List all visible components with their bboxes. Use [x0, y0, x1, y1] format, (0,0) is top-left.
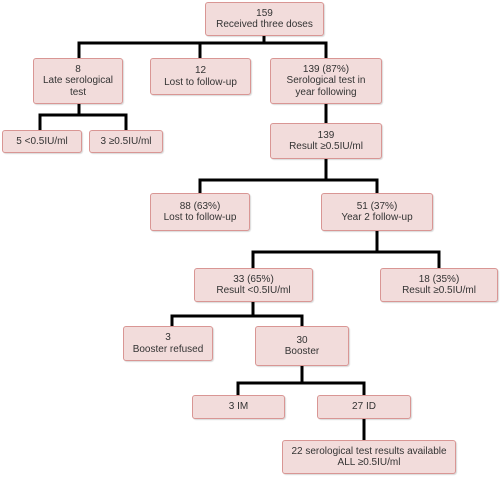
node-line: 18 (35%) [418, 273, 460, 285]
node-line: 139 [317, 129, 335, 141]
node-line: 3 [165, 332, 171, 343]
node-line: Late serological [42, 75, 114, 87]
node-result-below-05-count-33: 33 (65%) Result <0.5IU/ml [194, 268, 313, 302]
node-line: 3 IM [228, 401, 249, 413]
node-line: 88 (63%) [179, 200, 221, 212]
node-serological-test-year-following: 139 (87%) Serological test in year follo… [270, 58, 382, 104]
node-line: 30 [296, 334, 308, 346]
node-result-above-05-count-139: 139 Result ≥0.5IU/ml [270, 123, 382, 159]
node-line: Booster [284, 346, 320, 357]
node-line: Booster refused [132, 343, 204, 355]
node-line: Result ≥0.5IU/ml [289, 141, 363, 152]
node-lost-to-follow-up-12: 12 Lost to follow-up [150, 58, 251, 95]
node-line: 3 ≥0.5IU/ml [100, 135, 152, 147]
node-line: 27 ID [352, 401, 376, 413]
node-line: 22 serological test results available [291, 445, 447, 457]
node-line: Year 2 follow-up [341, 212, 413, 223]
node-line: 8 [75, 63, 81, 75]
node-line: 139 (87%) [302, 63, 350, 75]
node-line: Received three doses [216, 19, 313, 30]
node-line: ALL ≥0.5IU/ml [337, 457, 401, 468]
node-id-count-27: 27 ID [317, 395, 411, 419]
node-line: Result ≥0.5IU/ml [402, 285, 476, 296]
node-line: 12 [194, 65, 207, 76]
node-line: 33 (65%) [233, 273, 274, 285]
node-serological-results-available: 22 serological test results available AL… [282, 440, 456, 474]
node-year-2-follow-up: 51 (37%) Year 2 follow-up [321, 193, 433, 231]
node-received-three-doses: 159 Received three doses [205, 2, 324, 36]
node-line: Serological test in [286, 75, 366, 87]
node-line: 159 [256, 7, 273, 19]
node-line: 51 (37%) [356, 200, 398, 212]
node-booster: 30 Booster [255, 326, 349, 366]
node-lost-to-follow-up-88: 88 (63%) Lost to follow-up [150, 193, 250, 231]
node-line: year following [295, 86, 357, 98]
node-late-serological-test: 8 Late serological test [33, 58, 123, 104]
node-result-above-05-count-18: 18 (35%) Result ≥0.5IU/ml [380, 268, 498, 302]
node-result-above-05-count-3: 3 ≥0.5IU/ml [89, 130, 163, 153]
node-booster-refused: 3 Booster refused [123, 326, 213, 361]
node-line: Lost to follow-up [164, 76, 237, 88]
node-line: 5 <0.5IU/ml [16, 135, 68, 147]
node-result-below-05-count-5: 5 <0.5IU/ml [2, 130, 82, 153]
node-line: Result <0.5IU/ml [216, 285, 291, 296]
node-line: Lost to follow-up [163, 212, 237, 223]
node-im-count-3: 3 IM [192, 395, 285, 419]
node-line: test [69, 86, 87, 98]
